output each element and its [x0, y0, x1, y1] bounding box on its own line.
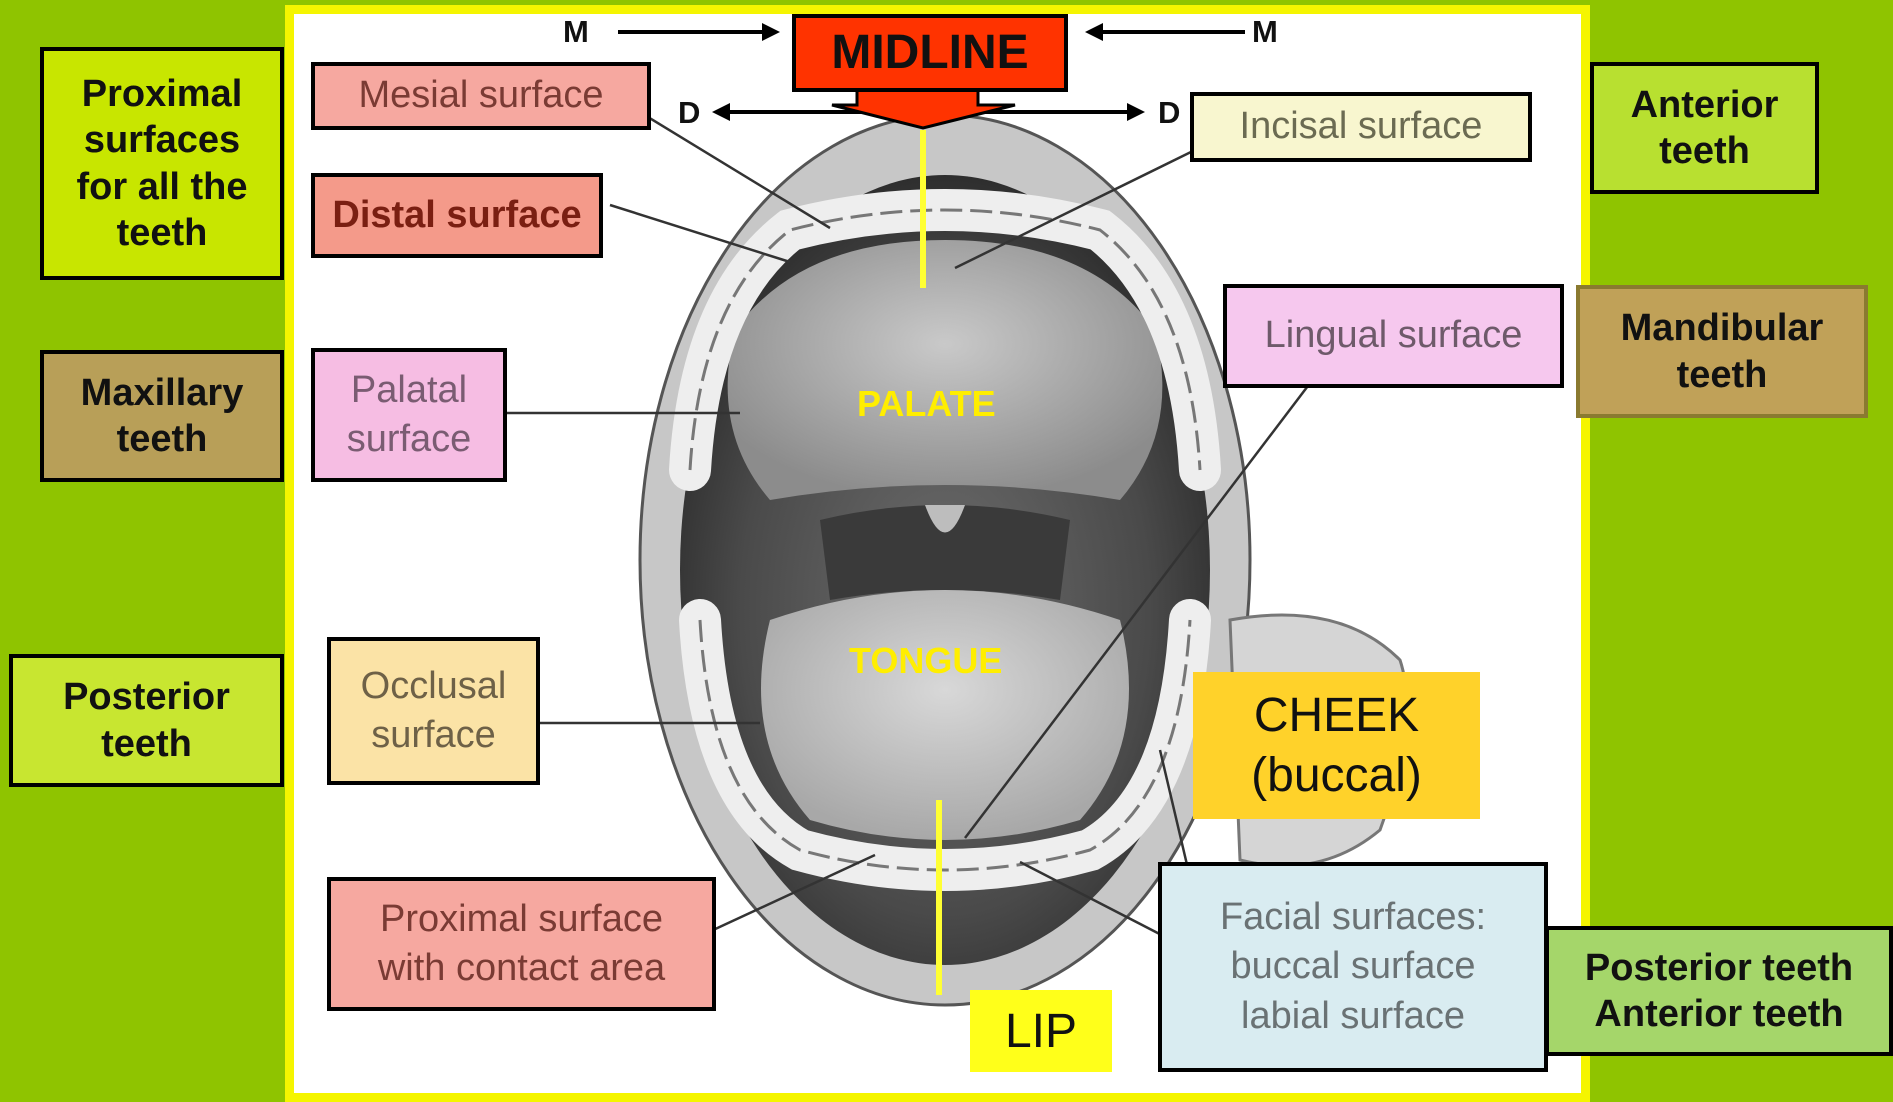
distal-marker-left: D — [678, 95, 700, 131]
incisal-surface-label: Incisal surface — [1190, 92, 1532, 162]
palatal-surface-label: Palatal surface — [311, 348, 507, 482]
distal-marker-right: D — [1158, 95, 1180, 131]
midline-title-text: MIDLINE — [831, 24, 1028, 83]
anterior-teeth-label: Anterior teeth — [1590, 62, 1819, 194]
proximal-contact-label: Proximal surface with contact area — [327, 877, 716, 1011]
mesial-marker-left: M — [563, 14, 589, 50]
facial-surfaces-label: Facial surfaces: buccal surface labial s… — [1158, 862, 1548, 1072]
mandibular-teeth-label: Mandibular teeth — [1576, 285, 1868, 418]
occlusal-surface-label: Occlusal surface — [327, 637, 540, 785]
tongue-area — [761, 590, 1129, 840]
palate-area — [728, 240, 1163, 500]
tongue-label: TONGUE — [849, 640, 1002, 682]
posterior-teeth-label: Posterior teeth — [9, 654, 284, 787]
cheek-label: CHEEK (buccal) — [1193, 672, 1480, 819]
palate-label: PALATE — [857, 383, 996, 425]
lingual-surface-label: Lingual surface — [1223, 284, 1564, 388]
proximal-surfaces-label: Proximal surfaces for all the teeth — [40, 47, 284, 280]
mesial-marker-right: M — [1252, 14, 1278, 50]
mesial-surface-label: Mesial surface — [311, 62, 651, 130]
maxillary-teeth-label: Maxillary teeth — [40, 350, 284, 482]
posterior-anterior-teeth-label: Posterior teeth Anterior teeth — [1545, 926, 1893, 1056]
lip-label: LIP — [970, 990, 1112, 1072]
midline-title: MIDLINE — [792, 14, 1068, 92]
distal-surface-label: Distal surface — [311, 173, 603, 258]
